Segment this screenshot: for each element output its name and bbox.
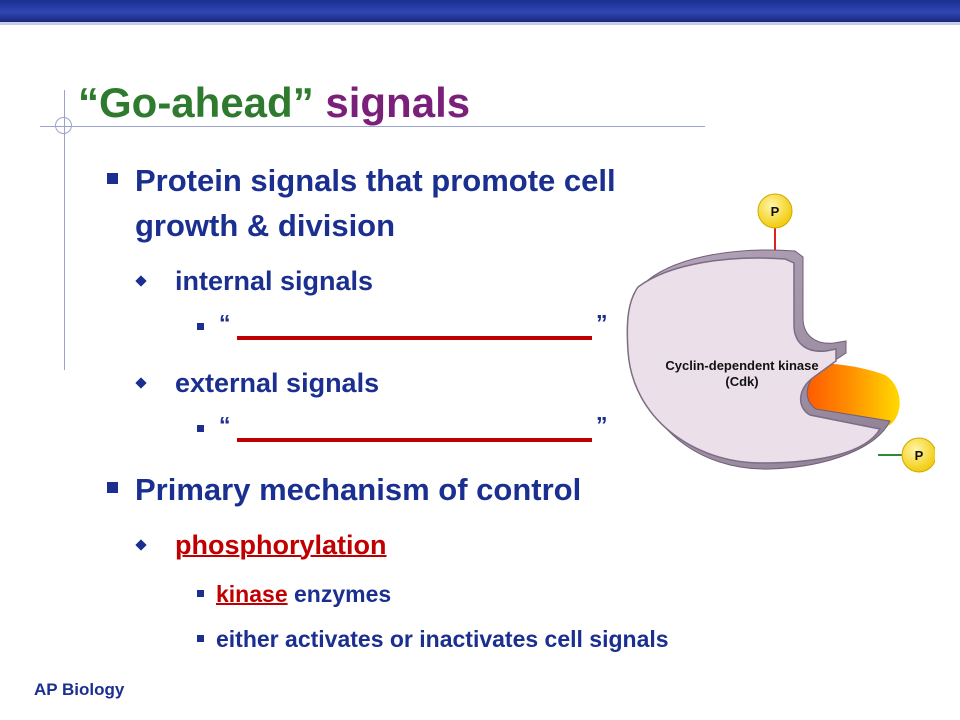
cdk-label-line1: Cyclin-dependent kinase	[665, 358, 818, 373]
bullet-text: Protein signals that promote cell	[135, 163, 616, 198]
footer-course-label: AP Biology	[34, 680, 125, 699]
title-part-go-ahead: “Go-ahead”	[78, 79, 314, 126]
bullet-diamond-icon	[135, 377, 147, 389]
bullet-square-small-icon	[197, 590, 204, 597]
close-quote: ”	[596, 310, 608, 336]
bullet-square-small-icon	[197, 635, 204, 642]
guide-line-horizontal	[40, 126, 705, 127]
slide-title: “Go-ahead” signals	[78, 82, 470, 124]
phosphorylation-term: phosphorylation	[175, 530, 387, 560]
cdk-label-line2: (Cdk)	[725, 374, 758, 389]
guide-circle	[55, 117, 72, 134]
title-part-signals: signals	[325, 79, 471, 126]
phosphate-top-icon	[757, 193, 793, 229]
kinase-rest: enzymes	[287, 581, 392, 607]
fill-in-blank-line	[237, 310, 592, 340]
kinase-term: kinase	[216, 581, 288, 607]
bullet-square-icon	[107, 482, 118, 493]
phosphate-bottom-label: P	[915, 448, 924, 463]
fill-in-blank-line	[237, 412, 592, 442]
bullet-square-small-icon	[197, 425, 204, 432]
bullet-square-icon	[107, 173, 118, 184]
bullet-diamond-icon	[135, 275, 147, 287]
phosphate-bottom-icon	[901, 437, 935, 473]
open-quote: “	[219, 412, 231, 438]
bullet-text: external signals	[175, 368, 380, 398]
bullet-text: internal signals	[175, 266, 374, 296]
bullet-text: kinase enzymes	[216, 581, 391, 608]
bullet-protein-signals-cont: growth & division	[135, 208, 396, 243]
bullet-square-small-icon	[197, 323, 204, 330]
close-quote: ”	[596, 412, 608, 438]
bullet-diamond-icon	[135, 539, 147, 551]
guide-line-vertical	[64, 90, 65, 370]
phosphate-top-label: P	[771, 204, 780, 219]
cdk-face-shape	[626, 257, 882, 464]
open-quote: “	[219, 310, 231, 336]
bullet-text: Primary mechanism of control	[135, 472, 582, 507]
cdk-diagram: Cyclin-dependent kinase (Cdk) P P	[626, 193, 935, 473]
bullet-text: either activates or inactivates cell sig…	[216, 626, 669, 652]
top-banner	[0, 0, 960, 25]
